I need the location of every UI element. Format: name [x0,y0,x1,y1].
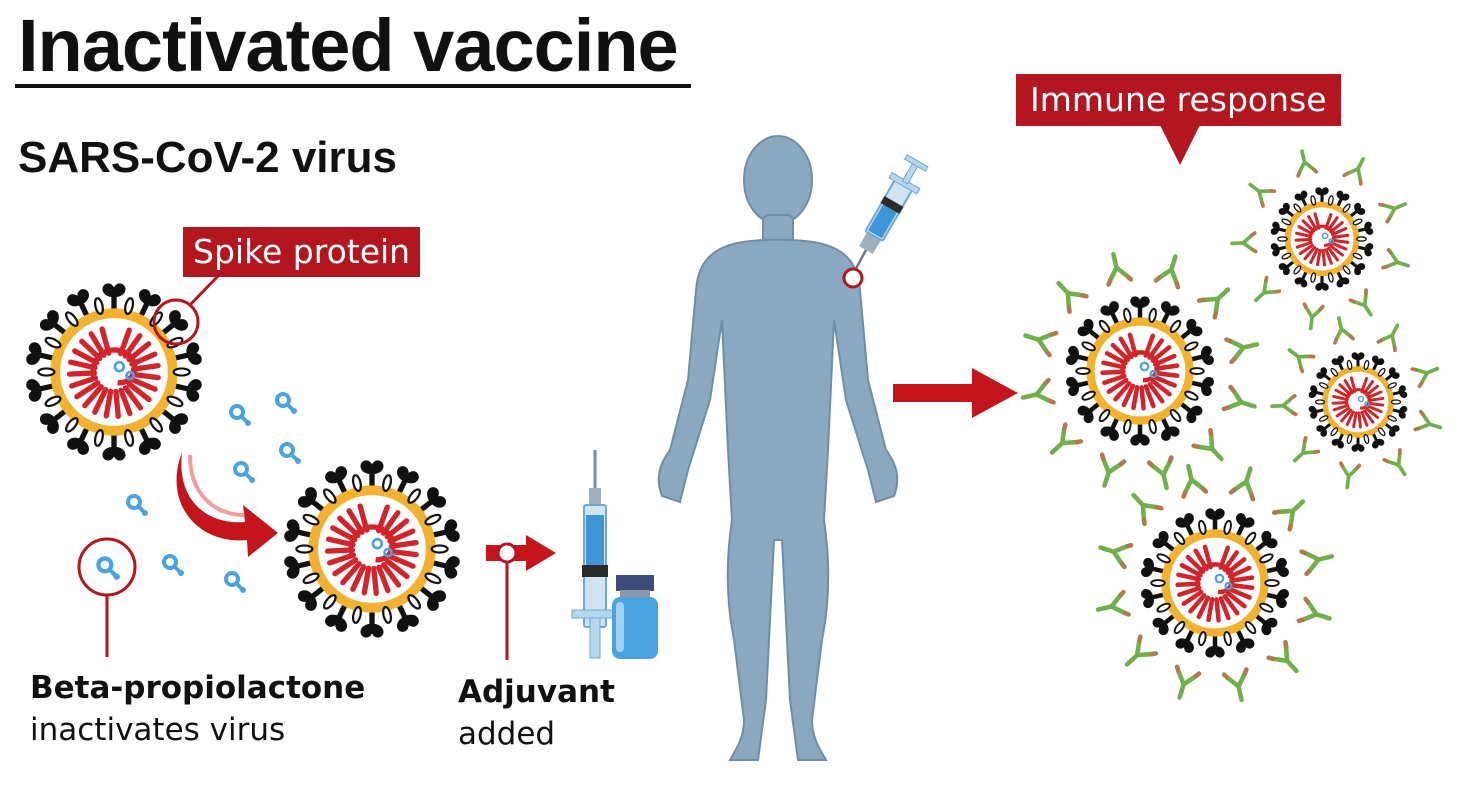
antibody-icon [1169,667,1199,701]
arrow-shaft [893,384,975,402]
virus-icon [1308,352,1408,452]
virus-icon [1140,508,1290,657]
spike-callout-line [188,274,220,307]
beta-propiolactone-molecule-icon [279,442,303,466]
spike-protein-callout: Spike protein [183,227,421,277]
subtitle: SARS-CoV-2 virus [18,133,397,182]
antibody-icon [1224,669,1253,702]
antibody-icon [1021,380,1054,409]
antibody-icon [1415,412,1443,437]
antibody-icon [1350,290,1378,320]
spike-callout-circle [152,298,200,346]
antibody-icon [1272,396,1296,416]
virus-icon [1065,296,1215,445]
beta-propiolactone-label: Beta-propiolactone [30,670,366,706]
antibody-icon [1384,450,1412,480]
antibody-icon [1289,438,1319,467]
antibody-icon [1412,360,1441,386]
antibody-icon [1199,281,1235,317]
beta-propiolactone-molecule-icon [233,461,257,485]
antibody-icon [1149,457,1178,490]
beta-propiolactone-molecule-icon [229,404,253,428]
antibody-icon [1338,463,1359,488]
virus-icon [283,460,461,637]
antibody-icon [1156,253,1186,287]
beta-propiolactone-molecule-icon [224,571,248,595]
injection-syringe-icon [842,154,929,289]
antibody-icon [1250,278,1280,307]
beta-propiolactone-molecule-icon [275,392,299,416]
antibody-icon [1301,545,1334,574]
page-title: Inactivated vaccine [18,4,679,87]
antibody-icon [1284,343,1314,372]
antibody-icon [1226,333,1259,362]
antibody-icon [1293,149,1316,176]
vial-icon [612,575,658,659]
antibody-icon [1245,177,1275,206]
immune-response-callout: Immune response [1016,74,1341,126]
antibody-icon [1231,465,1261,499]
virus-icon [25,283,203,460]
antibody-icon [1050,275,1086,311]
antibody-icon [1194,430,1230,466]
antibody-icon [1344,155,1371,184]
antibody-icon [1378,321,1405,350]
antibody-icon [1097,537,1131,567]
beta-propiolactone-description: inactivates virus [30,712,286,748]
antibody-icon [1224,387,1258,417]
antibody-icon [1022,325,1056,355]
title-underline [15,84,691,88]
antibody-icon [1119,637,1155,673]
arrow-icon [526,535,556,571]
beta-propiolactone-molecule-icon [126,494,150,518]
adjuvant-description: added [458,716,556,752]
virus-icon [1270,187,1374,291]
adjuvant-marker [496,542,518,564]
antibody-icon [1102,252,1131,285]
antibody-icon [1232,233,1256,253]
adjuvant-label: Adjuvant [458,674,615,710]
antibody-icon [1383,250,1411,275]
antibody-icon [1380,196,1409,222]
antibody-icon [1096,592,1129,621]
antibody-icon [1274,493,1310,529]
arrow-icon [972,368,1018,418]
beta-propiolactone-molecule-icon [162,554,186,578]
human-body-icon [657,135,899,761]
antibody-icon [1299,599,1333,629]
immune-callout-pointer [1160,125,1200,165]
antibody-icon [1125,487,1161,523]
syringe-icon [571,450,619,659]
antibody-icon [1177,464,1206,497]
beta-callout-circle [77,537,137,597]
curved-arrow-icon [176,452,278,557]
antibody-icon [1302,304,1323,329]
antibody-icon [1269,642,1305,678]
antibody-icon [1094,455,1124,489]
antibody-icon [1330,316,1353,343]
antibody-icon [1044,425,1080,461]
